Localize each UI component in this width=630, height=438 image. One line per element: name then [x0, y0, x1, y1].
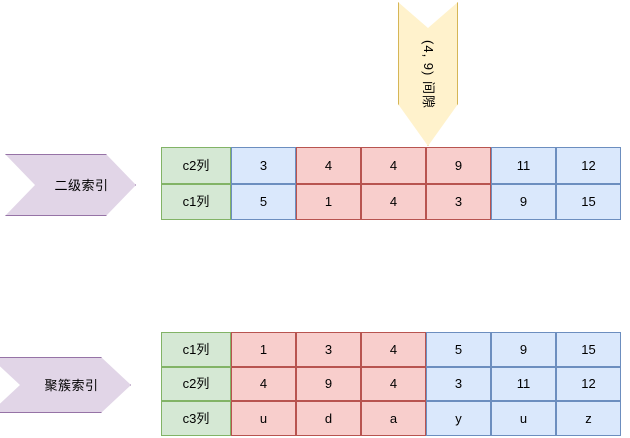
clustered-index-label-text: 聚簇索引: [44, 377, 99, 393]
clustered-index-cell: 9: [296, 366, 361, 402]
clustered-index-cell: y: [426, 401, 491, 436]
secondary-index-cell: 9: [491, 183, 556, 220]
clustered-index-cell: 9: [491, 332, 556, 367]
clustered-index-cell: 1: [231, 332, 296, 367]
clustered-index-row-header: c3列: [161, 401, 231, 436]
secondary-index-label-shape: 二级索引: [5, 154, 136, 216]
secondary-index-cell: 1: [296, 183, 361, 220]
secondary-index-label-text: 二级索引: [54, 177, 109, 193]
secondary-index-cell: 9: [426, 147, 491, 184]
clustered-index-cell: 11: [491, 366, 556, 402]
clustered-index-cell: 4: [361, 366, 426, 402]
secondary-index-cell: 3: [426, 183, 491, 220]
clustered-index-cell: u: [491, 401, 556, 436]
clustered-index-cell: a: [361, 401, 426, 436]
clustered-index-label-shape: 聚簇索引: [0, 357, 131, 413]
secondary-index-cell: 4: [361, 183, 426, 220]
clustered-index-cell: u: [231, 401, 296, 436]
clustered-index-row-header: c2列: [161, 366, 231, 402]
secondary-index-cell: 4: [361, 147, 426, 184]
secondary-index-cell: 11: [491, 147, 556, 184]
gap-callout-text: (4, 9) 间隙: [420, 39, 436, 109]
clustered-index-cell: 4: [361, 332, 426, 367]
clustered-index-cell: 4: [231, 366, 296, 402]
secondary-index-cell: 12: [556, 147, 621, 184]
clustered-index-cell: z: [556, 401, 621, 436]
clustered-index-cell: d: [296, 401, 361, 436]
clustered-index-cell: 15: [556, 332, 621, 367]
secondary-index-cell: 15: [556, 183, 621, 220]
clustered-index-cell: 3: [296, 332, 361, 367]
gap-callout-arrow: (4, 9) 间隙: [398, 2, 458, 146]
clustered-index-row-header: c1列: [161, 332, 231, 367]
secondary-index-row-header: c1列: [161, 183, 231, 220]
secondary-index-cell: 4: [296, 147, 361, 184]
clustered-index-cell: 3: [426, 366, 491, 402]
clustered-index-cell: 12: [556, 366, 621, 402]
clustered-index-cell: 5: [426, 332, 491, 367]
secondary-index-cell: 5: [231, 183, 296, 220]
secondary-index-cell: 3: [231, 147, 296, 184]
secondary-index-row-header: c2列: [161, 147, 231, 184]
